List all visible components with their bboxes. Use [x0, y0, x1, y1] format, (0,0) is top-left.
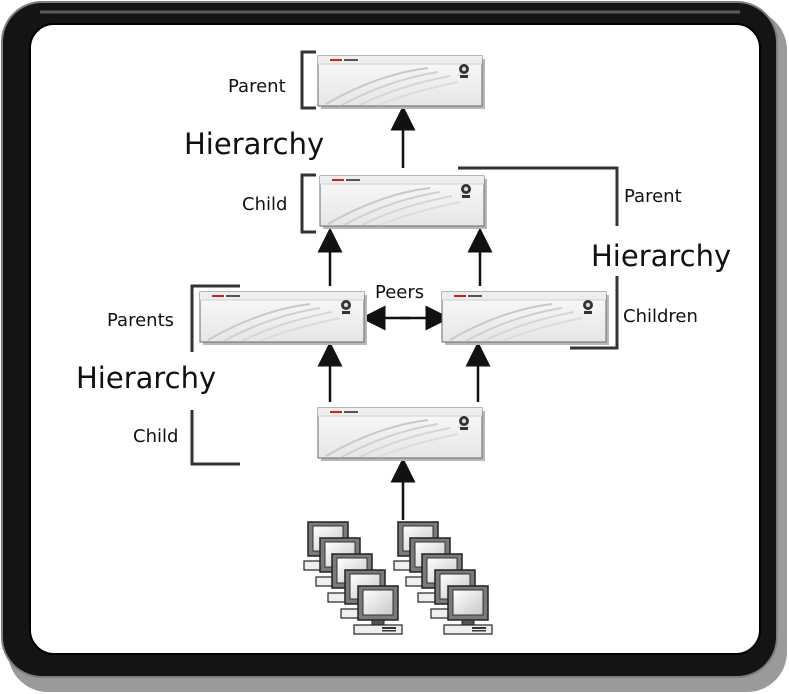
frame-panel — [29, 23, 761, 655]
label-left-child: Child — [133, 426, 179, 447]
label-peers: Peers — [375, 282, 425, 303]
label-right-children: Children — [623, 306, 698, 327]
label-left-parents: Parents — [107, 310, 174, 331]
label-left-hierarchy: Hierarchy — [76, 361, 217, 395]
cache-appliance-icon — [317, 55, 486, 110]
bracket-top-left — [300, 50, 316, 234]
arrows — [317, 105, 493, 520]
cache-appliance-icon — [441, 291, 610, 346]
label-top-parent: Parent — [228, 76, 286, 97]
bracket-right — [458, 166, 619, 350]
bracket-left — [190, 284, 240, 466]
label-top-hierarchy: Hierarchy — [184, 127, 325, 161]
cache-appliance-icon — [319, 175, 488, 230]
cache-appliance-icon — [317, 407, 486, 462]
label-right-hierarchy: Hierarchy — [591, 239, 732, 273]
label-right-parent: Parent — [624, 186, 682, 207]
cache-appliance-icon — [199, 291, 368, 346]
label-top-child: Child — [242, 194, 288, 215]
